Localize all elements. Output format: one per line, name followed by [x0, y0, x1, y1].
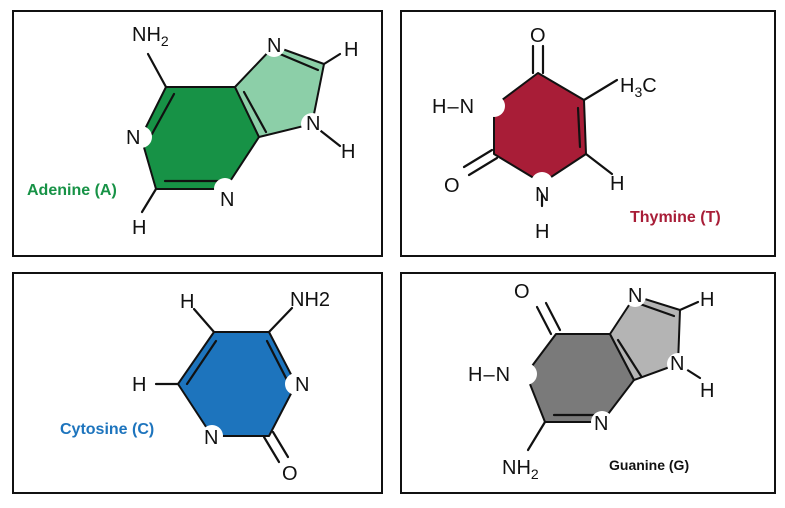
- adenine-atom-dot-left: [130, 126, 152, 148]
- guanine-n-bottom: N: [594, 413, 608, 435]
- guanine-bond-o-b: [544, 301, 562, 332]
- cytosine-n-bottom: N: [204, 427, 218, 449]
- guanine-double-bond-fusion: [616, 338, 643, 378]
- cytosine-atom-dot-right: [285, 373, 307, 395]
- guanine-structure: O N H H–N N H N NH2 Guanine (G): [468, 281, 714, 482]
- guanine-h-right: H: [700, 380, 714, 402]
- adenine-bond-h-bottom: [140, 187, 158, 214]
- guanine-atom-dot-right: [667, 353, 689, 375]
- guanine-n-right: N: [670, 353, 684, 375]
- guanine-bond-o-a: [535, 305, 553, 336]
- cytosine-bond-h-top: [192, 307, 216, 334]
- cytosine-name: Cytosine (C): [60, 421, 154, 438]
- thymine-panel: O H3C H–N O N H H Thymine (T): [400, 10, 776, 257]
- thymine-n-bottom: N: [535, 184, 549, 206]
- cytosine-h-left: H: [132, 374, 146, 396]
- adenine-double-bond-top: [278, 52, 320, 72]
- thymine-bond-h-right: [584, 152, 614, 176]
- guanine-name: Guanine (G): [609, 457, 689, 473]
- cytosine-atom-dot-bottom: [201, 425, 223, 447]
- adenine-double-bond-left: [150, 92, 176, 136]
- cytosine-o-bottom: O: [282, 463, 298, 485]
- cytosine-n-right: N: [295, 374, 309, 396]
- thymine-h-right: H: [610, 173, 624, 195]
- cytosine-double-bond-right: [265, 339, 290, 384]
- guanine-panel: O N H H–N N H N NH2 Guanine (G): [400, 272, 776, 494]
- guanine-n-top: N: [628, 285, 642, 307]
- thymine-bond-ch3: [582, 78, 619, 102]
- thymine-name: Thymine (T): [630, 209, 721, 226]
- guanine-bond-nh2: [526, 420, 547, 452]
- cytosine-bond-o-a: [262, 435, 281, 464]
- thymine-o-left: O: [444, 175, 460, 197]
- adenine-n-top: N: [267, 35, 281, 57]
- thymine-ch3-label: H3C: [620, 75, 657, 100]
- adenine-n-right: N: [306, 113, 320, 135]
- guanine-nh2-label: NH2: [502, 457, 539, 482]
- thymine-bond-o-left-a: [462, 148, 494, 169]
- thymine-atom-dot-left: [483, 95, 505, 117]
- adenine-structure: NH2 N H N H N N H Adenine (A): [27, 24, 358, 239]
- adenine-h-top: H: [344, 39, 358, 61]
- cytosine-bond-nh2: [267, 306, 294, 334]
- cytosine-panel: H NH2 H N N O Cytosine (C): [12, 272, 383, 494]
- adenine-nh2-label: NH2: [132, 24, 169, 49]
- adenine-atom-dot-bottom: [214, 178, 236, 200]
- adenine-atom-dot-right: [301, 113, 323, 135]
- thymine-double-bond-ring: [576, 106, 582, 149]
- adenine-h-right: H: [341, 141, 355, 163]
- adenine-name: Adenine (A): [27, 182, 117, 199]
- guanine-bond-h-top: [678, 300, 700, 312]
- adenine-double-bond-fusion: [242, 90, 268, 134]
- thymine-hn-label: H–N: [432, 96, 474, 118]
- adenine-bond-h-top: [322, 52, 342, 66]
- guanine-atom-dot-top: [624, 285, 646, 307]
- cytosine-nh2-label: NH2: [290, 289, 330, 311]
- adenine-atom-dot-top: [263, 35, 285, 57]
- adenine-n-left: N: [126, 127, 140, 149]
- guanine-hn-label: H–N: [468, 364, 510, 386]
- cytosine-double-bond-left: [185, 339, 218, 386]
- guanine-atom-dot-bottom: [591, 411, 613, 433]
- thymine-bond-o-left-b: [467, 156, 499, 177]
- cytosine-structure: H NH2 H N N O Cytosine (C): [60, 289, 330, 485]
- cytosine-h-top: H: [180, 291, 194, 313]
- adenine-bond-nh2: [146, 52, 168, 89]
- thymine-ring: [493, 72, 587, 184]
- cytosine-ring: [177, 331, 297, 437]
- guanine-o-top: O: [514, 281, 530, 303]
- adenine-panel: NH2 N H N H N N H Adenine (A): [12, 10, 383, 257]
- thymine-h-bottom: H: [535, 221, 549, 243]
- guanine-h-top: H: [700, 289, 714, 311]
- adenine-h-bottom: H: [132, 217, 146, 239]
- thymine-structure: O H3C H–N O N H H Thymine (T): [432, 25, 721, 243]
- cytosine-bond-o-b: [271, 430, 290, 459]
- guanine-atom-dot-left: [515, 363, 537, 385]
- adenine-n-bottom: N: [220, 189, 234, 211]
- thymine-o-top: O: [530, 25, 546, 47]
- guanine-double-bond-top: [638, 302, 676, 318]
- thymine-atom-dot-bottom: [531, 172, 553, 194]
